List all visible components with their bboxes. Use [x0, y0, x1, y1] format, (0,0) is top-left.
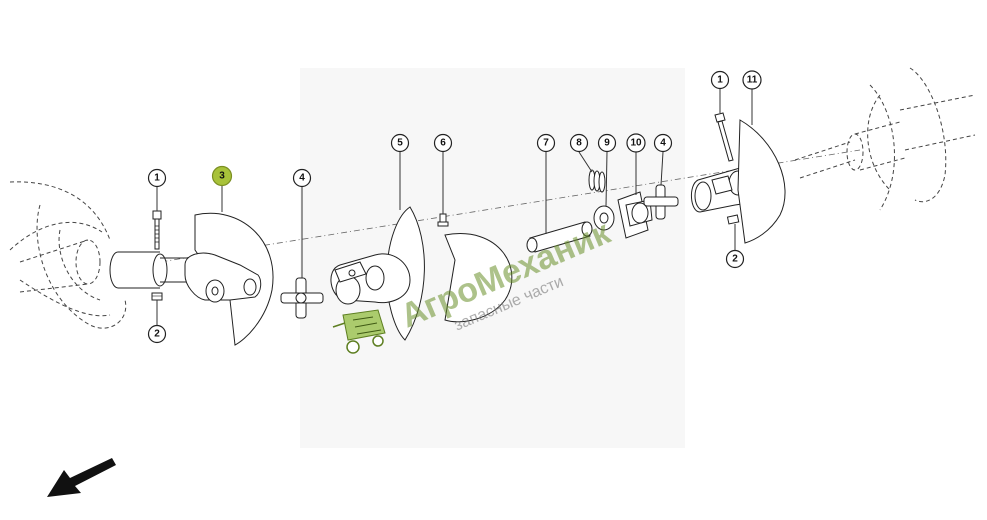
callout-8[interactable]: 8	[569, 133, 589, 153]
callout-5[interactable]: 5	[390, 133, 410, 153]
callout-6[interactable]: 6	[433, 133, 453, 153]
svg-text:6: 6	[440, 138, 446, 149]
callout-3-highlighted[interactable]: 3	[211, 165, 233, 187]
svg-text:9: 9	[604, 138, 610, 149]
svg-text:8: 8	[576, 138, 582, 149]
svg-text:7: 7	[543, 138, 549, 149]
callout-10[interactable]: 10	[626, 133, 646, 153]
universal-cross-left	[280, 277, 324, 319]
right-auger-dashed	[794, 67, 976, 211]
universal-cross-right	[643, 184, 679, 220]
callout-1-left[interactable]: 1	[147, 168, 167, 188]
left-shaft	[109, 251, 200, 289]
bolt-right	[714, 112, 734, 162]
callout-2-right[interactable]: 2	[725, 249, 745, 269]
auger-flight-center	[330, 206, 513, 341]
auger-flight-left	[184, 212, 274, 346]
shaft-pin	[526, 221, 593, 253]
svg-text:1: 1	[717, 75, 723, 86]
callout-7[interactable]: 7	[536, 133, 556, 153]
svg-text:3: 3	[219, 171, 225, 182]
svg-text:5: 5	[397, 138, 403, 149]
svg-text:1: 1	[154, 173, 160, 184]
nut-right	[726, 214, 740, 225]
grease-nipple	[437, 213, 449, 227]
svg-text:4: 4	[299, 173, 305, 184]
svg-text:2: 2	[154, 329, 160, 340]
callout-2-left[interactable]: 2	[147, 324, 167, 344]
yoke-center	[617, 191, 653, 239]
callout-11[interactable]: 11	[742, 70, 762, 90]
seeder-cart-logo	[332, 309, 386, 354]
arrow-down-left-icon	[47, 458, 116, 497]
svg-text:11: 11	[747, 75, 758, 86]
callout-9[interactable]: 9	[597, 133, 617, 153]
svg-text:2: 2	[732, 254, 738, 265]
callout-1-right[interactable]: 1	[710, 70, 730, 90]
bushing	[593, 205, 615, 231]
callout-4-right[interactable]: 4	[653, 133, 673, 153]
svg-text:4: 4	[660, 138, 666, 149]
left-auger-dashed	[9, 181, 127, 329]
nut-left	[151, 292, 163, 301]
callouts: 1 2 3 4 5 6	[147, 70, 762, 344]
bolt-left	[152, 210, 162, 250]
spring-washer	[588, 169, 606, 193]
callout-4-left[interactable]: 4	[292, 168, 312, 188]
auger-flight-right	[737, 119, 786, 244]
svg-text:10: 10	[630, 138, 642, 149]
